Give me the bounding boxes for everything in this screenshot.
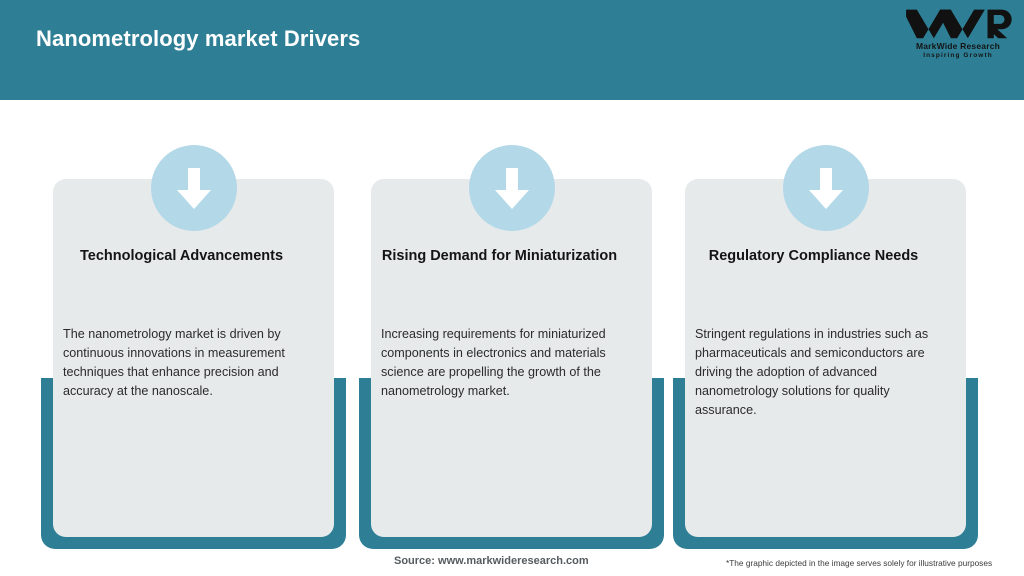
mwr-monogram-icon — [906, 9, 1012, 39]
brand-logo: MarkWide Research Inspiring Growth — [904, 6, 1012, 64]
card-title: Regulatory Compliance Needs — [708, 248, 919, 264]
page-title: Nanometrology market Drivers — [36, 26, 361, 51]
down-arrow-icon — [783, 145, 869, 231]
card-title: Technological Advancements — [79, 248, 284, 264]
card-body: Increasing requirements for miniaturized… — [381, 327, 606, 398]
driver-card[interactable]: Technological Advancements The nanometro… — [41, 145, 346, 549]
down-arrow-icon — [151, 145, 237, 231]
card-panel — [371, 179, 652, 537]
down-arrow-glyph — [495, 168, 529, 209]
down-arrow-glyph — [177, 168, 211, 209]
logo-company-name: MarkWide Research — [915, 41, 1001, 51]
card-body: The nanometrology market is driven by co… — [63, 327, 285, 398]
source-label: Source: www.markwideresearch.com — [394, 555, 589, 567]
card-panel — [53, 179, 334, 537]
card-panel — [685, 179, 966, 537]
driver-card[interactable]: Rising Demand for Miniaturization Increa… — [359, 145, 664, 549]
card-title: Rising Demand for Miniaturization — [381, 248, 618, 264]
down-arrow-icon — [469, 145, 555, 231]
down-arrow-glyph — [809, 168, 843, 209]
disclaimer-label: *The graphic depicted in the image serve… — [726, 558, 993, 568]
logo-tagline: Inspiring Growth — [923, 52, 993, 59]
driver-card[interactable]: Regulatory Compliance Needs Stringent re… — [673, 145, 978, 549]
card-body: Stringent regulations in industries such… — [695, 327, 929, 417]
header-bar — [0, 0, 1024, 100]
